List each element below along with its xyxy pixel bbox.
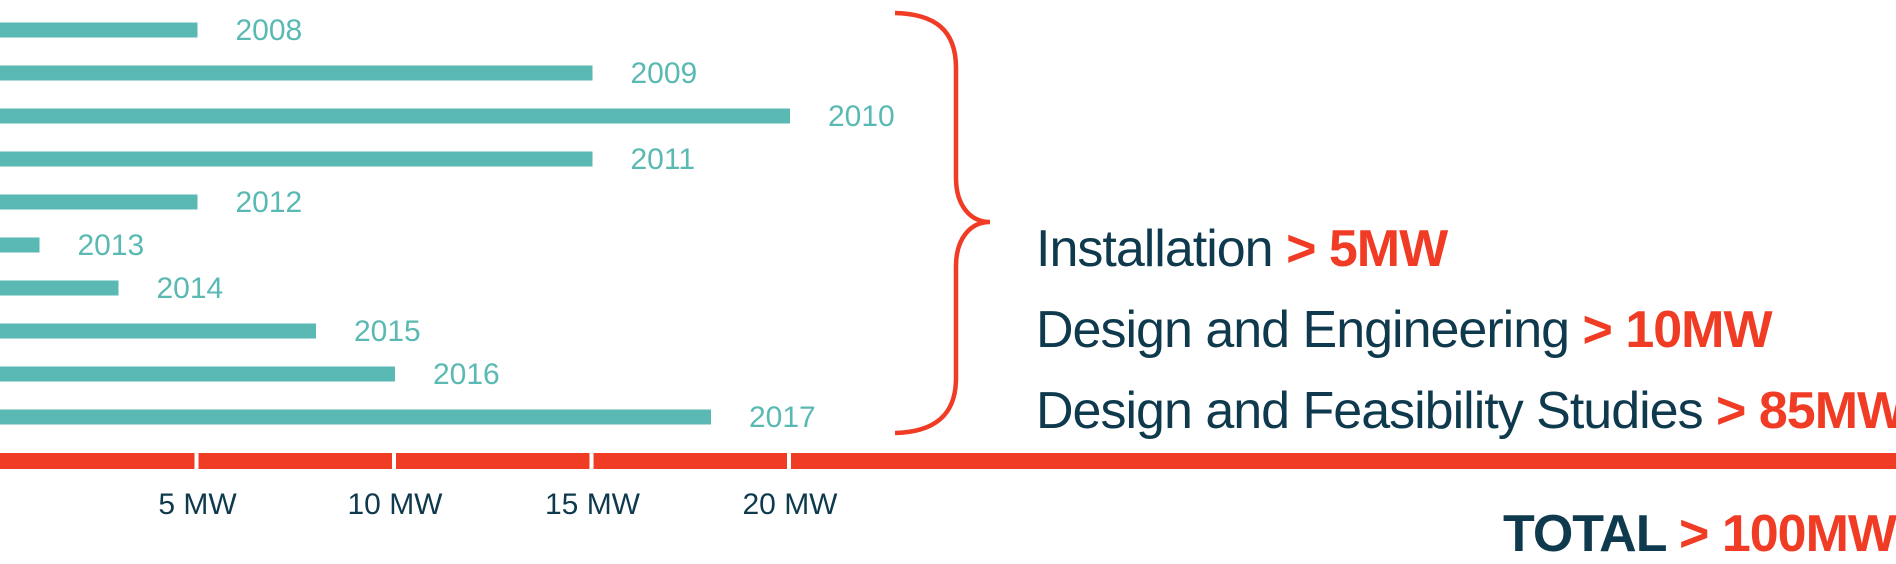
bar-label-2013: 2013 xyxy=(78,229,145,262)
summary-installation: Installation > 5MW xyxy=(1036,219,1448,279)
bar-label-2008: 2008 xyxy=(236,14,303,47)
tick-gap-10 xyxy=(392,453,396,469)
bar-label-2016: 2016 xyxy=(433,358,500,391)
tick-label-20: 20 MW xyxy=(742,488,838,521)
bar-2011 xyxy=(0,151,593,167)
x-axis: 5 MW 10 MW 15 MW 20 MW xyxy=(0,453,1896,521)
summary-design-engineering: Design and Engineering > 10MW xyxy=(1036,300,1773,360)
summary-feasibility-studies: Design and Feasibility Studies > 85MW xyxy=(1036,381,1896,441)
tick-gap-5 xyxy=(194,453,199,469)
bar-2012 xyxy=(0,194,198,210)
bar-label-2014: 2014 xyxy=(157,272,224,305)
total-label: TOTAL xyxy=(1503,505,1667,563)
bar-2013 xyxy=(0,237,40,253)
summary-label: Design and Feasibility Studies xyxy=(1036,382,1704,440)
bar-2016 xyxy=(0,366,395,382)
curly-brace xyxy=(894,10,991,436)
tick-gap-20 xyxy=(787,453,791,469)
tick-label-15: 15 MW xyxy=(545,488,641,521)
bar-label-2015: 2015 xyxy=(354,315,421,348)
summary-value: > 85MW xyxy=(1716,382,1896,440)
total-summary: TOTAL > 100MW xyxy=(1503,504,1896,564)
bar-label-2010: 2010 xyxy=(828,100,895,133)
bar-2017 xyxy=(0,409,711,425)
tick-gap-15 xyxy=(589,453,594,469)
bar-2008 xyxy=(0,22,198,38)
summary-label: Installation xyxy=(1036,220,1274,278)
bar-2015 xyxy=(0,323,316,339)
bar-2014 xyxy=(0,280,119,296)
bar-label-2012: 2012 xyxy=(236,186,303,219)
bar-label-2017: 2017 xyxy=(749,401,816,434)
total-value: > 100MW xyxy=(1679,505,1896,563)
summary-label: Design and Engineering xyxy=(1036,301,1570,359)
tick-label-5: 5 MW xyxy=(158,488,237,521)
bar-label-2009: 2009 xyxy=(631,57,698,90)
summary-value: > 5MW xyxy=(1286,220,1448,278)
axis-line xyxy=(0,453,1896,469)
summary-value: > 10MW xyxy=(1582,301,1773,359)
bar-2009 xyxy=(0,65,593,81)
bars-group: 2008 2009 2010 2011 2012 2013 2014 2015 2016 2017 xyxy=(0,14,895,434)
bar-2010 xyxy=(0,108,790,124)
bar-label-2011: 2011 xyxy=(631,143,696,176)
tick-label-10: 10 MW xyxy=(347,488,443,521)
